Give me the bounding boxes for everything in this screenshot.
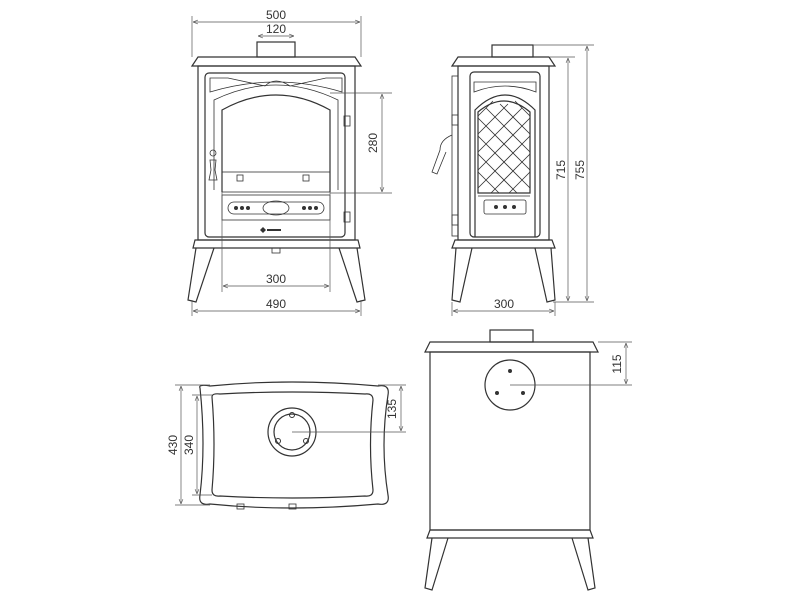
dim-side-depth: 300 bbox=[494, 297, 514, 311]
side-view bbox=[431, 44, 594, 316]
dim-top-depth: 430 bbox=[166, 435, 180, 455]
top-view bbox=[175, 381, 406, 510]
dim-legs-inner: 300 bbox=[266, 272, 286, 286]
dim-base-width: 490 bbox=[266, 297, 286, 311]
dim-height-total: 755 bbox=[573, 160, 587, 180]
dim-flue-width: 120 bbox=[266, 22, 286, 36]
dim-flue-offset-back: 115 bbox=[610, 354, 624, 373]
dim-door-height: 280 bbox=[366, 133, 380, 153]
dim-height-body: 715 bbox=[554, 160, 568, 180]
dim-front-width: 500 bbox=[266, 8, 286, 22]
front-view bbox=[187, 16, 392, 316]
back-view bbox=[424, 329, 632, 591]
dim-top-inner: 340 bbox=[182, 435, 196, 455]
dim-flue-offset-top: 135 bbox=[385, 399, 399, 419]
